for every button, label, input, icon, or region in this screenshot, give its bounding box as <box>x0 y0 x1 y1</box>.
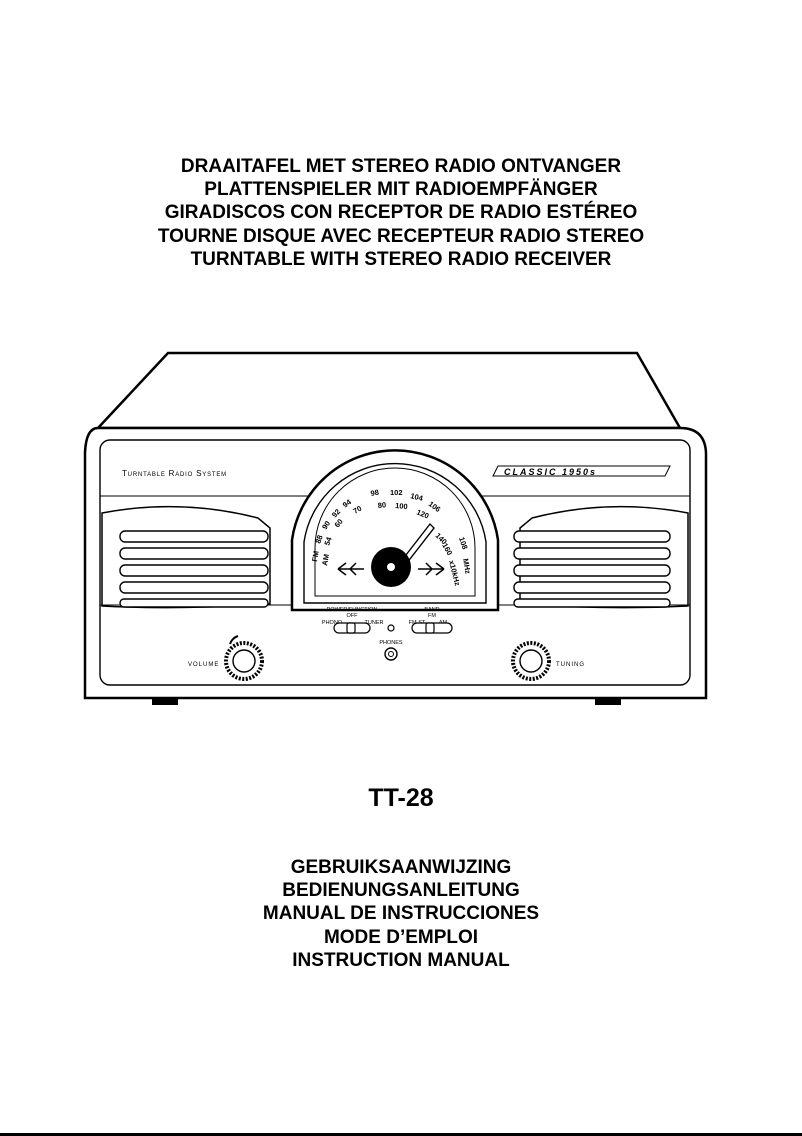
brand-label-left: Turntable Radio System <box>122 469 227 478</box>
turntable-lid <box>95 351 683 430</box>
title-english: TURNTABLE WITH STEREO RADIO RECEIVER <box>190 248 612 270</box>
speaker-grille-right <box>513 505 689 609</box>
dial-am-label: AM <box>320 553 331 566</box>
stereo-indicator <box>387 624 395 632</box>
fm-scale-98: 98 <box>370 488 380 498</box>
manual-german: BEDIENUNGSANLEITUNG <box>282 880 520 902</box>
brand-badge-frame <box>492 465 671 477</box>
off-label: OFF <box>347 613 359 619</box>
function-controls: POWER/FUNCTION OFF PHONO TUNER BAND FM F… <box>322 607 453 661</box>
am-scale-70: 70 <box>352 504 364 516</box>
fm-scale-102: 102 <box>390 488 403 497</box>
power-function-label: POWER/FUNCTION <box>327 607 378 613</box>
am-scale-54: 54 <box>322 535 334 547</box>
manual-dutch: GEBRUIKSAANWIJZING <box>290 857 512 878</box>
title-spanish: GIRADISCOS CON RECEPTOR DE RADIO ESTÉREO <box>164 202 638 224</box>
turntable-radio-drawing: Turntable Radio System CLASSIC 1950s FM … <box>83 351 708 705</box>
manual-title-block: GEBRUIKSAANWIJZING BEDIENUNGSANLEITUNG M… <box>0 856 802 972</box>
brand-label-right: CLASSIC 1950s <box>504 467 597 477</box>
foot-left <box>152 698 178 705</box>
manual-french: MODE D’EMPLOI <box>323 926 479 948</box>
am-scale-120: 120 <box>415 508 430 521</box>
fm-scale-108: 108 <box>457 536 469 551</box>
model-number: TT-28 <box>368 784 434 812</box>
phones-label: PHONES <box>379 640 403 646</box>
turntable-radio-illustration: Turntable Radio System CLASSIC 1950s FM … <box>80 348 722 720</box>
volume-label: VOLUME <box>188 662 219 668</box>
bottom-rule <box>0 1133 802 1136</box>
am-scale-100: 100 <box>395 501 408 511</box>
cover-title-block: DRAAITAFEL MET STEREO RADIO ONTVANGER PL… <box>0 155 802 271</box>
manual-spanish: MANUAL DE INSTRUCCIONES <box>262 903 540 925</box>
manual-english: INSTRUCTION MANUAL <box>292 949 510 971</box>
am-scale-80: 80 <box>377 500 386 510</box>
fm-unit: MHz <box>461 558 473 575</box>
band-fm-label: FM <box>428 613 436 619</box>
tuning-label: TUNING <box>556 662 585 668</box>
phono-label: PHONO <box>322 620 343 626</box>
dial-fm-label: FM <box>310 550 321 562</box>
dial-scale-text: FM AM 88 90 92 94 98 102 104 106 108 MHz… <box>310 488 473 587</box>
speaker-grille-left <box>101 505 271 609</box>
volume-knob <box>224 635 264 681</box>
tuning-dial <box>290 449 500 612</box>
tuner-label: TUNER <box>365 620 384 626</box>
band-label: BAND <box>424 607 439 613</box>
fm-scale-88: 88 <box>313 534 324 545</box>
fm-scale-104: 104 <box>410 491 425 503</box>
title-dutch: DRAAITAFEL MET STEREO RADIO ONTVANGER <box>180 156 622 177</box>
title-german: PLATTENSPIELER MIT RADIOEMPFÄNGER <box>204 179 598 201</box>
fm-scale-90: 90 <box>320 519 332 531</box>
tuning-knob <box>511 641 551 681</box>
front-panel <box>99 439 691 686</box>
headphone-jack <box>384 647 398 661</box>
foot-right <box>595 698 621 705</box>
title-french: TOURNE DISQUE AVEC RECEPTEUR RADIO STERE… <box>157 225 645 247</box>
